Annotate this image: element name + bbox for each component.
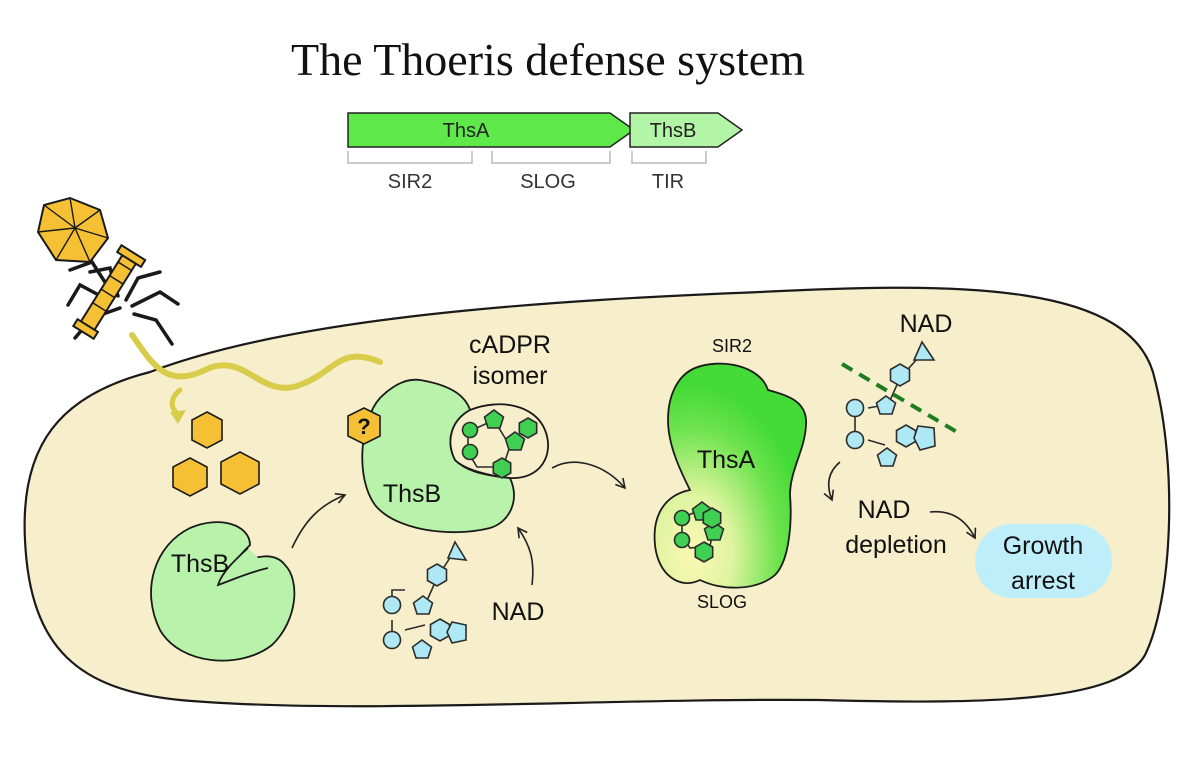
cadpr-base [518,417,538,439]
unknown-signal-hexagon [347,407,381,445]
nad-phosphate [845,398,865,418]
nad-adenine-ring [913,425,936,451]
cadpr-bound-molecule [673,501,725,563]
cadpr-base [492,457,512,479]
thsb-active: ThsB ? [347,378,549,534]
gene-thsa: ThsA [347,112,636,148]
nad-label-bottom: NAD [492,598,545,626]
nad-phosphate [845,430,865,450]
nad-amide [912,340,936,361]
depletion-to-arrest-arrow [929,510,977,540]
nad-to-thsb-arrow [517,526,534,586]
nad-adenine [429,618,451,642]
phage-dna [129,332,383,391]
signal-hexagon [191,411,223,449]
bound-cadpr-phosphate [673,509,691,527]
domain-brackets [347,151,707,164]
thsb-inactive [150,521,296,662]
nad-depletion-line1: NAD [858,496,911,524]
nad-depletion-line2: depletion [845,531,946,559]
growth-arrest-line2: arrest [1011,567,1075,595]
sir2-domain-label: SIR2 [712,336,752,356]
domain-tir: TIR [652,171,684,193]
thsa-gene-arrow [347,112,636,148]
nad-adenine-ring [446,621,467,644]
thsa-gene-label: ThsA [443,120,490,142]
thsb-gene-label: ThsB [650,120,697,142]
thsb-gene-arrow [629,112,744,148]
activation-arrow [291,492,347,549]
gene-thsb: ThsB [629,112,744,148]
nad-label-top: NAD [900,310,953,338]
thsb-active-label: ThsB [383,480,441,508]
slog-domain-label: SLOG [697,592,747,612]
cadpr-label-line2: isomer [472,362,547,390]
cleavage-arrow [823,461,841,502]
cadpr-label-line1: cADPR [469,331,551,359]
question-mark: ? [357,414,370,439]
domain-sir2: SIR2 [388,171,432,193]
thsa-protein: ThsA SIR2 SLOG [653,336,807,612]
domain-slog: SLOG [520,171,576,193]
nad-phosphate [382,595,402,615]
phage-icon [36,196,383,424]
diagram-title: The Thoeris defense system [291,34,805,85]
nad-nicotinamide [889,363,911,387]
thsb-inactive-label: ThsB [171,550,229,578]
nad-nicotinamide [426,563,448,587]
bacterial-cell [23,286,1171,708]
bound-cadpr-base [702,507,722,529]
signal-hexagon [220,451,260,495]
growth-arrest-badge [975,524,1112,598]
nad-adenine [895,424,917,448]
phage-signal-molecules [172,411,260,497]
bound-cadpr-base [694,541,714,563]
thsa-label: ThsA [697,446,756,474]
signal-hexagon [172,457,208,497]
nad-molecule-bottom [382,540,468,659]
cadpr-phosphate [461,421,479,439]
bound-cadpr-phosphate [673,531,691,549]
nad-amide [446,540,468,561]
cleavage-line [840,362,964,437]
growth-arrest-line1: Growth [1003,532,1084,560]
thsb-to-thsa-arrow [551,461,627,490]
nad-molecule-top [845,340,936,467]
nad-phosphate [382,630,402,650]
cadpr-phosphate [461,443,479,461]
cadpr-isomer-molecule [461,409,538,479]
